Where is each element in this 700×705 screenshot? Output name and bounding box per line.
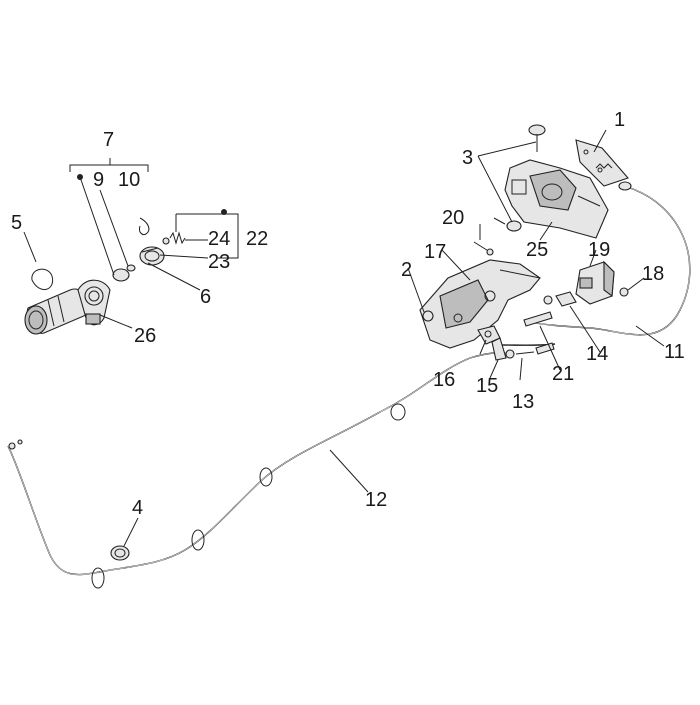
callout-label-23: 23: [208, 251, 230, 273]
callout-label-5: 5: [11, 212, 22, 234]
callout-label-16: 16: [433, 369, 455, 391]
latch-assembly: [123, 224, 665, 547]
callout-label-25: 25: [526, 239, 548, 261]
callout-label-19: 19: [588, 239, 610, 261]
callout-label-17: 17: [424, 241, 446, 263]
callout-label-13: 13: [512, 391, 534, 413]
fuel-filler-assembly: [23, 158, 239, 335]
callout-label-11: 11: [664, 341, 685, 363]
cable-12: [7, 352, 511, 589]
callout-label-4: 4: [132, 497, 143, 519]
callout-label-1: 1: [614, 109, 625, 131]
callout-label-10: 10: [118, 169, 140, 191]
callout-label-7: 7: [103, 129, 114, 151]
callout-label-6: 6: [200, 286, 211, 308]
callout-label-21: 21: [552, 363, 574, 385]
callout-label-22: 22: [246, 228, 268, 250]
callout-label-12: 12: [365, 489, 387, 511]
callout-label-20: 20: [442, 207, 464, 229]
callout-label-2: 2: [401, 259, 412, 281]
callout-label-18: 18: [642, 263, 664, 285]
hinge-bracket-assembly: [477, 124, 632, 241]
callout-label-24: 24: [208, 228, 230, 250]
callout-label-9: 9: [93, 169, 104, 191]
callout-label-15: 15: [476, 375, 498, 397]
callout-label-14: 14: [586, 343, 608, 365]
callout-label-26: 26: [134, 325, 156, 347]
callout-label-3: 3: [462, 147, 473, 169]
callout-labels: 1 2 3 4 5 6 7 9 10 11 12 13 14 15 16 17 …: [11, 109, 685, 519]
